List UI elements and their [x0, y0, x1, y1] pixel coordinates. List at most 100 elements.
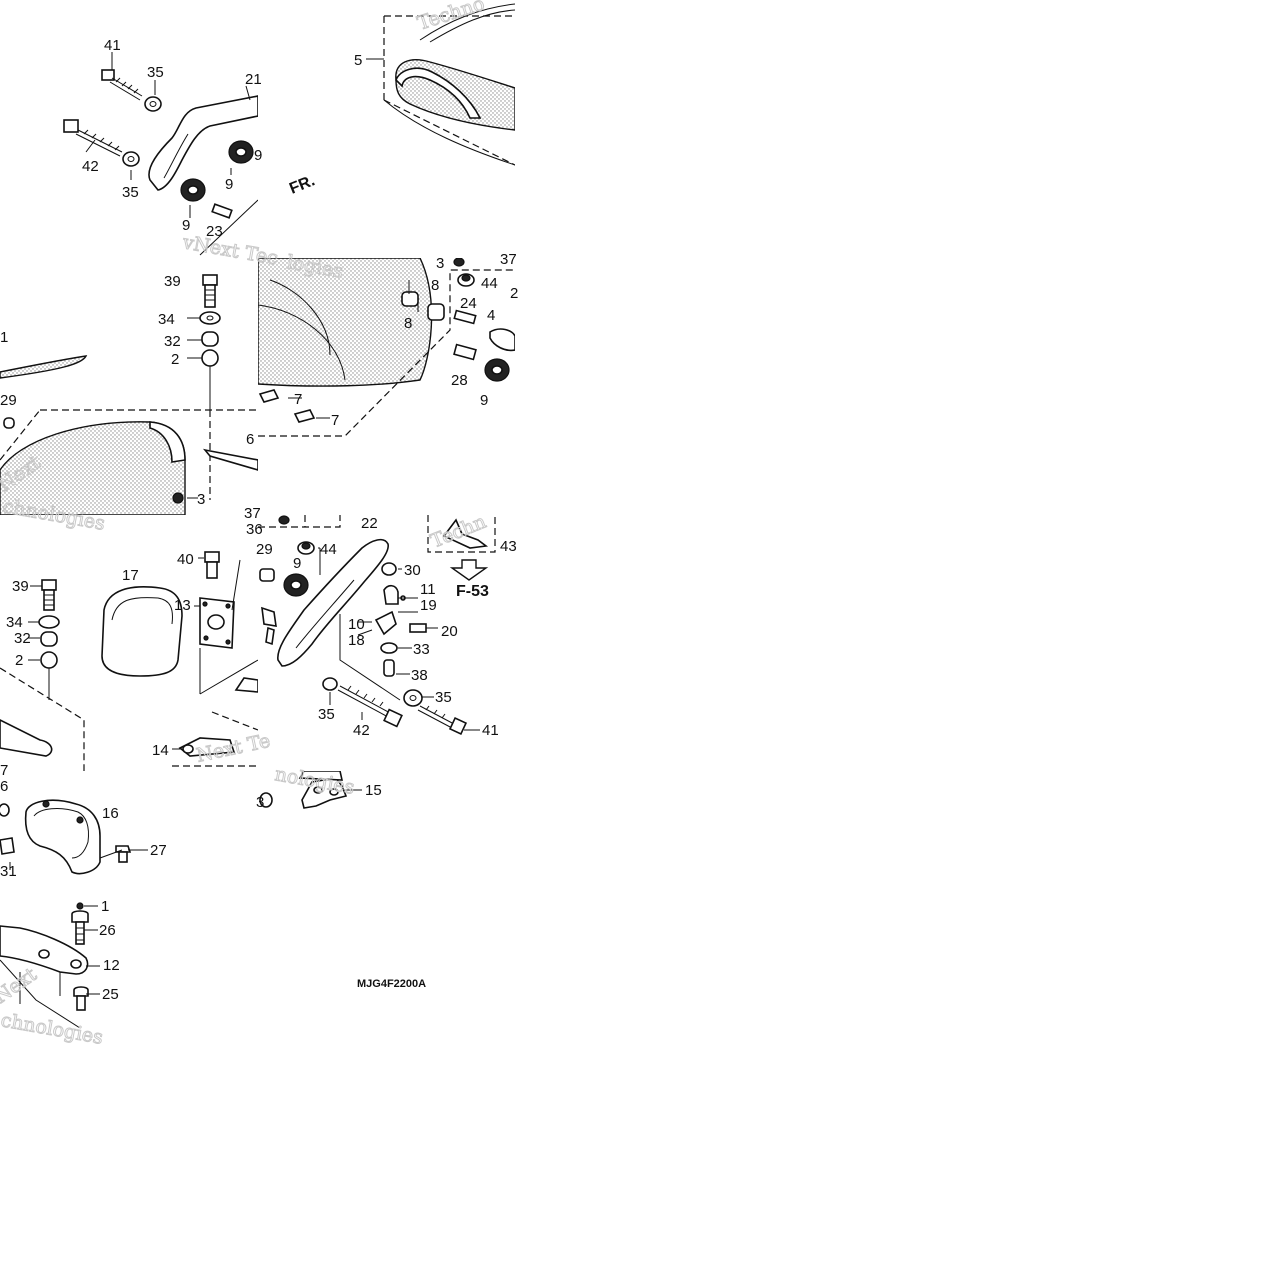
callout-label: 35: [147, 64, 164, 81]
watermark-text: Next: [0, 963, 41, 1008]
callout-label: 37: [500, 251, 517, 268]
callout-label: 15: [365, 782, 382, 799]
callout-label: 8: [404, 315, 412, 332]
grab-rail-22-part: [277, 538, 389, 667]
bolt-39b-part: [41, 579, 57, 611]
callout-label: 30: [404, 562, 421, 579]
callout-labels: 41 35 21 42 35 9 9 23 9 5 39 34 32 2 1 2…: [0, 37, 518, 1003]
callout-label: 2: [171, 351, 179, 368]
callout-label: 31: [0, 863, 17, 880]
bracket-15-part: [301, 777, 348, 809]
tile-lower-brackets: [0, 799, 148, 1028]
callout-label: 1: [0, 329, 8, 346]
callout-label: 34: [6, 614, 23, 631]
tile-backrest: [0, 551, 258, 771]
callout-label: 19: [420, 597, 437, 614]
callout-label: 38: [411, 667, 428, 684]
callout-label: 35: [435, 689, 452, 706]
callout-label: 9: [182, 217, 190, 234]
callout-label: 43: [500, 538, 517, 555]
callout-label: 7: [294, 391, 302, 408]
callout-label: 41: [482, 722, 499, 739]
callout-label: 29: [0, 392, 17, 409]
tile-seat: [366, 3, 515, 166]
callout-label: 29: [256, 541, 273, 558]
watermark-text: Techno: [415, 0, 487, 35]
callout-label: 32: [164, 333, 181, 350]
collar-23-part: [211, 203, 233, 219]
callout-label: 21: [245, 71, 262, 88]
callout-label: 23: [206, 223, 223, 240]
callout-label: 39: [12, 578, 29, 595]
callout-label: 2: [15, 652, 23, 669]
callout-label: 42: [353, 722, 370, 739]
watermark-text: vNext Tec: [180, 231, 279, 270]
callout-label: 40: [177, 551, 194, 568]
callout-label: 8: [431, 277, 439, 294]
callout-label: 37: [244, 505, 261, 522]
bolt-42-part: [63, 119, 123, 157]
washer-35-part: [144, 96, 162, 112]
callout-label: 20: [441, 623, 458, 640]
bolt-41b-part: [417, 705, 468, 736]
callout-label: 11: [420, 581, 436, 598]
callout-label: 9: [254, 147, 262, 164]
callout-label: 36: [246, 521, 263, 538]
callout-label: 10: [348, 616, 365, 633]
callout-label: 3: [436, 255, 444, 272]
diagram-code: MJG4F2200A: [357, 978, 426, 990]
callout-label: 6: [246, 431, 254, 448]
damper-9a-part: [228, 140, 254, 164]
front-arrow: [258, 196, 296, 221]
callout-label: 25: [102, 986, 119, 1003]
callout-label: 14: [152, 742, 169, 759]
reference-label: F-53: [456, 583, 489, 600]
callout-label: 16: [102, 805, 119, 822]
callout-label: 9: [480, 392, 488, 409]
callout-label: 26: [99, 922, 116, 939]
tile-grab-rail-right: [258, 515, 496, 736]
damper-9b-part: [180, 178, 206, 202]
callout-label: 3: [197, 491, 205, 508]
watermark-text: Next Te: [194, 730, 272, 767]
callout-label: 44: [481, 275, 498, 292]
callout-label: 27: [150, 842, 167, 859]
watermark-text: chnologies: [0, 1009, 105, 1049]
callout-label: 41: [104, 37, 121, 54]
callout-label: 33: [413, 641, 430, 658]
callout-label: 28: [451, 372, 468, 389]
callout-label: 42: [82, 158, 99, 175]
callout-label: 22: [361, 515, 378, 532]
bolt-39-part: [202, 274, 218, 308]
callout-label: 9: [293, 555, 301, 572]
washer-35b-part: [122, 151, 140, 167]
callout-label: 18: [348, 632, 365, 649]
callout-label: 24: [460, 295, 477, 312]
front-arrow-label: FR.: [287, 172, 317, 197]
callout-label: 2: [510, 285, 518, 302]
callout-label: 7: [331, 412, 339, 429]
tile-grab-rail: [63, 52, 296, 256]
grab-rail-21-part: [148, 95, 258, 191]
tile-bracket-15: [259, 771, 362, 809]
callout-label: 44: [320, 541, 337, 558]
callout-label: 12: [103, 957, 120, 974]
tile-seat-mount: [0, 274, 258, 515]
bolt-42b-part: [337, 685, 403, 728]
callout-label: 1: [101, 898, 109, 915]
bolt-40-part: [204, 551, 220, 579]
callout-label: 32: [14, 630, 31, 647]
callout-label: 9: [225, 176, 233, 193]
callout-label: 4: [487, 307, 495, 324]
callout-label: 6: [0, 778, 8, 795]
callout-label: 34: [158, 311, 175, 328]
bolt-41-part: [101, 69, 143, 101]
callout-label: 13: [174, 597, 191, 614]
callout-label: 35: [122, 184, 139, 201]
plate-13-part: [199, 597, 235, 649]
callout-label: 3: [256, 794, 264, 811]
callout-label: 39: [164, 273, 181, 290]
backrest-17-part: [101, 586, 183, 677]
callout-label: 35: [318, 706, 335, 723]
